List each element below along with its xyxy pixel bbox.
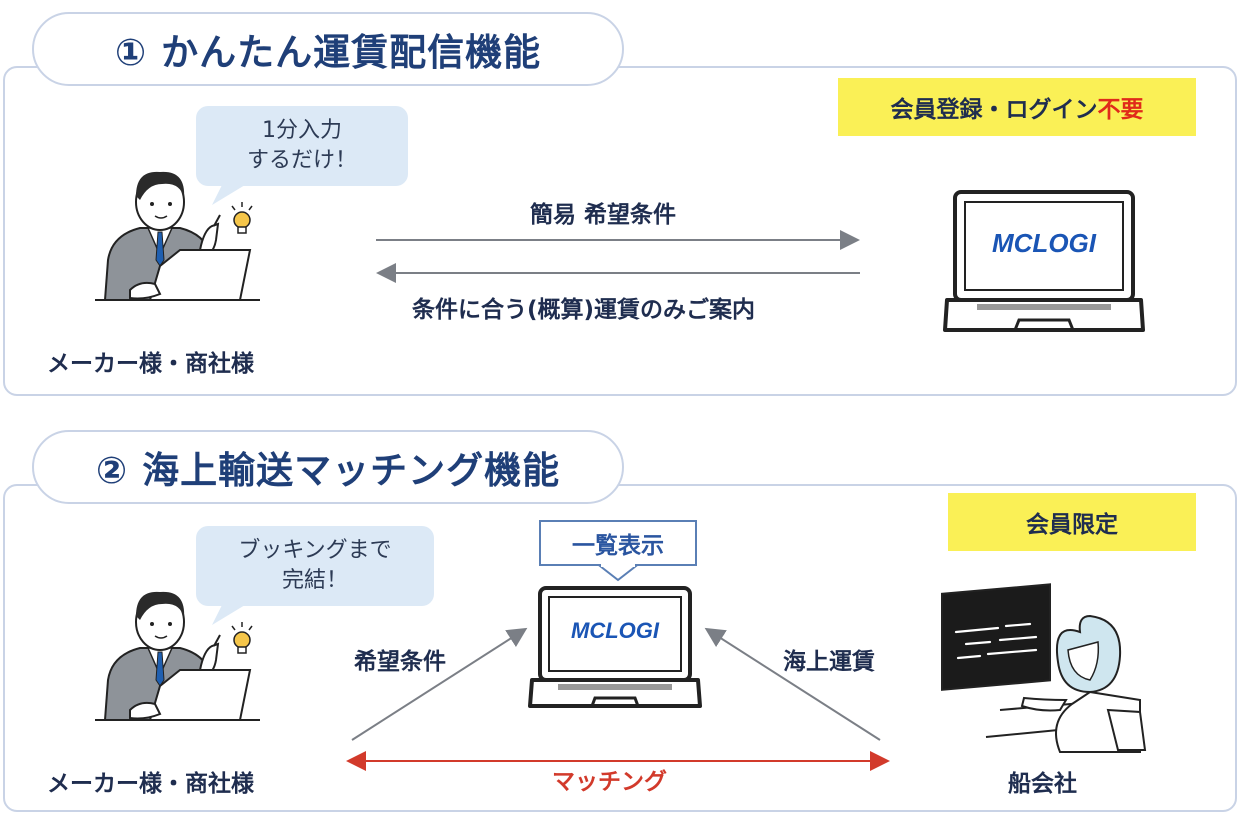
left-arrow-label: 希望条件	[354, 649, 446, 675]
section2-tag: 会員限定	[948, 493, 1196, 551]
section1-tag-text: 会員登録・ログイン	[890, 97, 1098, 123]
right-arrow-label: 海上運賃	[783, 649, 875, 675]
section1-person-label: メーカー様・商社様	[47, 351, 254, 377]
section1-title: ① かんたん運賃配信機能	[32, 12, 624, 86]
section2-title: ② 海上輸送マッチング機能	[32, 430, 624, 504]
list-display-label: 一覧表示	[539, 520, 697, 566]
section1-arrow-bottom-label: 条件に合う(概算)運賃のみご案内	[412, 297, 756, 323]
section1-tag-highlight: 不要	[1097, 97, 1144, 123]
bubble-line: するだけ！	[246, 148, 357, 173]
laptop-logo: MCLOGI	[571, 618, 660, 643]
bubble-line: 完結！	[281, 568, 348, 593]
carrier-worker-illustration	[941, 583, 1147, 753]
businessman-illustration	[95, 171, 260, 301]
laptop-icon	[943, 190, 1145, 332]
bubble-line: 1分入力	[262, 118, 342, 143]
arrow-to-laptop-right	[704, 627, 881, 741]
bubble-tail	[212, 605, 245, 625]
bubble-line: ブッキングまで	[238, 538, 392, 563]
carrier-label: 船会社	[1008, 771, 1077, 797]
section2-speech-bubble: ブッキングまで 完結！	[196, 526, 434, 606]
list-pointer	[597, 565, 639, 582]
laptop-icon	[528, 586, 702, 708]
bubble-tail	[212, 185, 245, 205]
businessman-illustration	[95, 591, 260, 721]
arrow-to-laptop-left	[351, 627, 528, 741]
section1-speech-bubble: 1分入力 するだけ！	[196, 106, 408, 186]
section1-tag: 会員登録・ログイン不要	[838, 78, 1196, 136]
section1-arrow-top-label: 簡易 希望条件	[530, 202, 677, 228]
laptop-logo: MCLOGI	[992, 228, 1097, 258]
matching-label: マッチング	[552, 769, 667, 795]
section2-person-label: メーカー様・商社様	[47, 771, 254, 797]
